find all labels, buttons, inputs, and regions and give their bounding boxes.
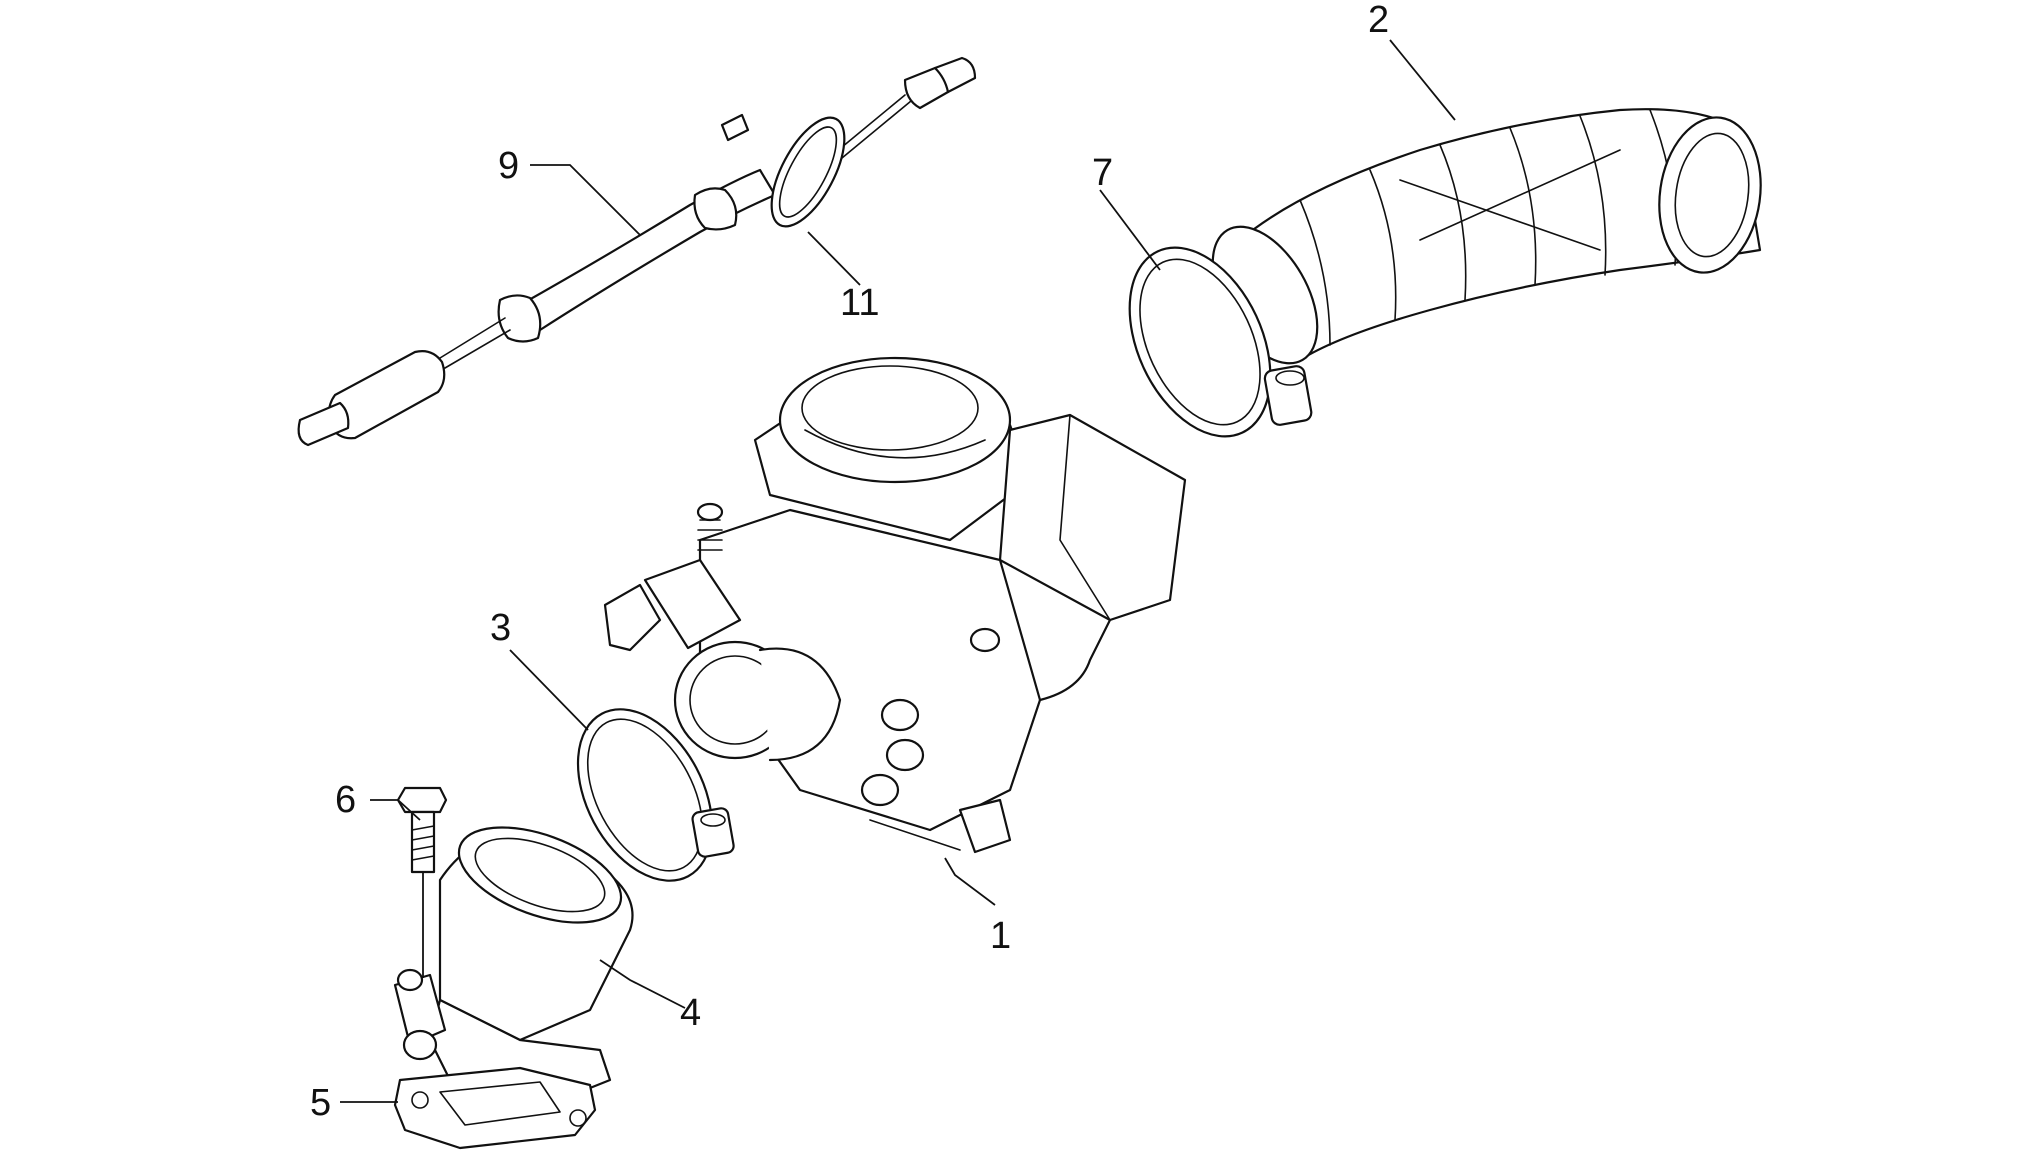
part-9-cable-assembly bbox=[297, 56, 977, 447]
leader-lines bbox=[340, 39, 1456, 1103]
leader-2 bbox=[1389, 39, 1456, 121]
callout-2: 2 bbox=[1368, 0, 1389, 41]
callout-6: 6 bbox=[335, 779, 356, 821]
callout-1: 1 bbox=[990, 915, 1011, 957]
callout-5: 5 bbox=[310, 1082, 331, 1124]
leader-7 bbox=[1099, 189, 1161, 271]
part-6-bolt bbox=[396, 786, 448, 874]
callout-3: 3 bbox=[490, 607, 511, 649]
leader-9 bbox=[530, 164, 641, 236]
leader-11 bbox=[807, 231, 861, 286]
callout-4: 4 bbox=[680, 992, 701, 1034]
callout-11: 11 bbox=[840, 282, 879, 324]
leader-4 bbox=[599, 959, 686, 1009]
part-11-clamp bbox=[720, 113, 846, 228]
leader-6 bbox=[370, 799, 421, 821]
part-7-clamp bbox=[1128, 246, 1313, 438]
part-3-clamp bbox=[576, 708, 735, 882]
part-1-carburetor bbox=[603, 356, 1187, 854]
callout-9: 9 bbox=[498, 145, 519, 187]
leader-1 bbox=[944, 857, 996, 906]
callout-7: 7 bbox=[1092, 152, 1113, 194]
part-4-intake-manifold bbox=[393, 826, 634, 1102]
callout-labels: 1 2 3 4 5 6 7 9 11 bbox=[310, 0, 1389, 1124]
part-2-intake-duct bbox=[1211, 108, 1762, 365]
part-5-gasket bbox=[393, 1066, 597, 1150]
leader-3 bbox=[509, 649, 589, 731]
